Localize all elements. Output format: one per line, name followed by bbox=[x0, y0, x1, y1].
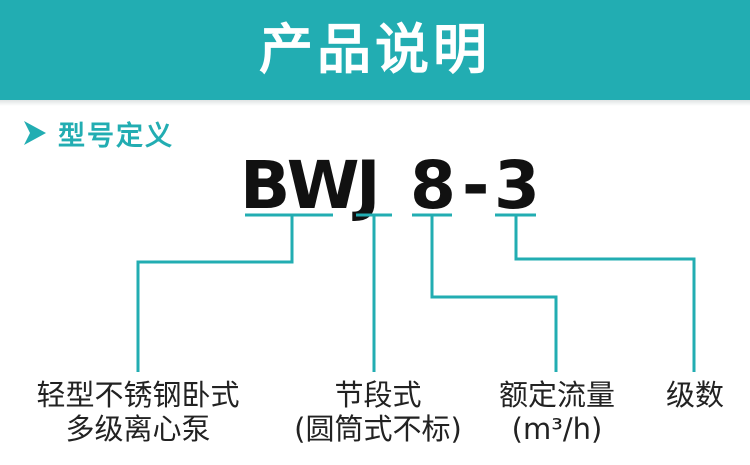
label-flow-line2: (m³/h) bbox=[511, 412, 603, 446]
label-stage-line2: (圆筒式不标) bbox=[294, 412, 462, 446]
label-level: 级数 bbox=[648, 378, 742, 412]
code-part-3: 3 bbox=[494, 147, 540, 224]
banner-shadow bbox=[0, 100, 750, 106]
chevron-right-icon bbox=[24, 121, 46, 145]
label-level-line1: 级数 bbox=[665, 378, 724, 412]
section-header: 型号定义 bbox=[22, 116, 174, 152]
label-stage-line1: 节段式 bbox=[334, 378, 422, 412]
code-dash: - bbox=[462, 147, 490, 224]
label-flow-line1: 额定流量 bbox=[498, 378, 615, 412]
label-pump-type: 轻型不锈钢卧式 多级离心泵 bbox=[8, 378, 268, 446]
connector-3 bbox=[514, 215, 696, 372]
code-part-j: J bbox=[356, 147, 381, 224]
connector-bw bbox=[136, 215, 294, 372]
connector-8 bbox=[430, 215, 558, 372]
label-stage: 节段式 (圆筒式不标) bbox=[278, 378, 478, 446]
banner-title: 产品说明 bbox=[259, 18, 491, 81]
label-flow: 额定流量 (m³/h) bbox=[482, 378, 632, 446]
label-pump-type-line2: 多级离心泵 bbox=[65, 412, 211, 446]
code-part-bw: BW bbox=[240, 147, 360, 224]
label-pump-type-line1: 轻型不锈钢卧式 bbox=[36, 378, 240, 412]
section-title: 型号定义 bbox=[58, 120, 174, 152]
code-part-8: 8 bbox=[410, 147, 456, 224]
header-banner bbox=[0, 0, 750, 100]
